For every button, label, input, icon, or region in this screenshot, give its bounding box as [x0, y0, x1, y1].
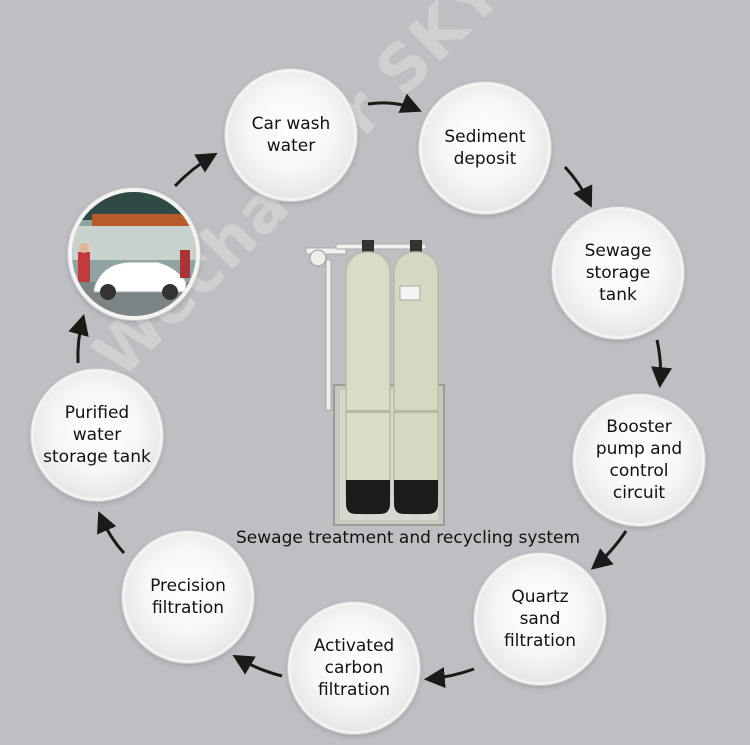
system-caption: Sewage treatment and recycling system [236, 528, 581, 548]
tank-valve-left-icon [362, 240, 374, 252]
node-booster-pump: Booster pump and control circuit [573, 394, 705, 526]
node-car-wash-water: Car wash water [225, 69, 357, 201]
arrow-booster-to-quartz [590, 530, 628, 570]
tank-valve-right-icon [410, 240, 422, 252]
arrow-sewage-to-booster [651, 339, 672, 389]
node-activated-carbon-filtration: Activated carbon filtration [288, 602, 420, 734]
tank-right-base [394, 480, 438, 514]
top-pipe [335, 243, 427, 250]
arrow-quartz-to-carbon [423, 667, 475, 689]
node-purified-water-storage-tank-label: Purified water storage tank [43, 403, 151, 467]
car-wash-photo-image [72, 192, 196, 316]
node-booster-pump-label: Booster pump and control circuit [595, 417, 683, 503]
node-quartz-sand-filtration-label: Quartz sand filtration [503, 587, 577, 651]
node-sediment-deposit-label: Sediment deposit [444, 127, 526, 169]
side-pipe [325, 259, 332, 411]
tank-left-base [346, 480, 390, 514]
arrow-purified-to-photo [68, 313, 89, 364]
node-sewage-storage-tank: Sewage storage tank [552, 207, 684, 339]
tank-right-seam [394, 410, 438, 413]
tank-label-sticker [399, 285, 421, 301]
tank-left-seam [346, 410, 390, 413]
arrow-precision-to-purified [97, 511, 126, 555]
tank-left [345, 251, 391, 515]
car-wash-photo [68, 188, 200, 320]
node-precision-filtration-label: Precision filtration [150, 576, 226, 618]
node-activated-carbon-filtration-label: Activated carbon filtration [313, 636, 395, 700]
node-car-wash-water-label: Car wash water [251, 114, 331, 156]
node-sewage-storage-tank-label: Sewage storage tank [584, 241, 652, 305]
arrow-carwash-to-sediment [367, 93, 422, 113]
inlet-pipe [305, 247, 347, 255]
arrow-photo-to-carwash [173, 152, 218, 188]
arrow-carbon-to-precision [232, 654, 283, 678]
arrow-sediment-to-sewage [563, 165, 593, 208]
node-precision-filtration: Precision filtration [122, 531, 254, 663]
pipe-valve-icon [309, 249, 327, 267]
node-sediment-deposit: Sediment deposit [419, 82, 551, 214]
node-quartz-sand-filtration: Quartz sand filtration [474, 553, 606, 685]
node-purified-water-storage-tank: Purified water storage tank [31, 369, 163, 501]
filter-tanks-illustration [305, 240, 445, 526]
